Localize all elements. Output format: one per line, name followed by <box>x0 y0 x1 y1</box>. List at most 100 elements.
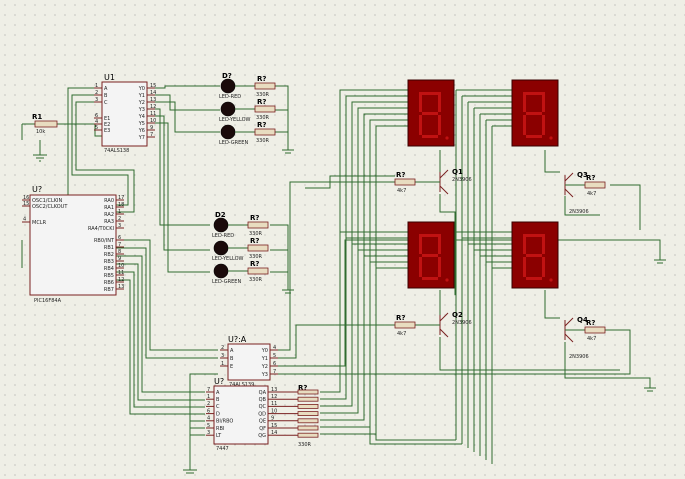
ground-symbol <box>282 149 294 154</box>
display-segment <box>523 257 526 277</box>
led-resistor-value: 330R <box>256 138 270 144</box>
seven-segment-display-4[interactable] <box>511 221 559 289</box>
decoder-top-output-pin-label: Y0 <box>138 86 145 92</box>
bcd-driver-part: 7447 <box>216 446 229 452</box>
seven-segment-display-3[interactable] <box>407 221 455 289</box>
bcd-input-pin-number: 6 <box>207 408 210 414</box>
bcd-input-pin-number: 7 <box>207 387 210 393</box>
bcd-output-pin-label: QD <box>258 411 266 417</box>
mcu-right-pin-number: 7 <box>118 242 121 248</box>
led-indicator <box>220 124 236 140</box>
segment-resistor-ref: R? <box>298 384 307 392</box>
led-group-2[interactable]: D2LED-REDR?330RLED-YELLOWR?330RLED-GREEN… <box>212 211 269 285</box>
display-segment <box>542 92 545 112</box>
display-segment <box>523 115 526 135</box>
base-resistor <box>584 181 606 189</box>
transistor-part: 2N3906 <box>569 209 589 215</box>
ground-symbol <box>183 469 197 474</box>
mcu-ic[interactable]: U? PIC16F84A OSC1/CLKIN16OSC2/CLKOUT15MC… <box>22 185 124 304</box>
bcd-output-pin-label: QB <box>259 397 267 403</box>
bcd-input-pin-number: 1 <box>207 394 210 400</box>
mcu-right-pin-label: RB2 <box>104 252 114 258</box>
decoder-top-output-pin-label: Y3 <box>138 107 145 113</box>
segment-resistor <box>297 411 319 417</box>
mcu-right-pin-label: RB1 <box>104 245 114 251</box>
segment-resistor <box>297 418 319 424</box>
display-segment <box>419 234 422 254</box>
led-group-ref: D2 <box>215 211 226 219</box>
decoder-bottom-output-pin-number: 4 <box>273 345 276 351</box>
display-segment <box>422 92 438 95</box>
mcu-right-pin-label: RA3 <box>104 219 114 225</box>
decoder-bottom-ref: U?:A <box>228 335 247 344</box>
mcu-right-pin-number: 6 <box>118 235 121 241</box>
decoder-bottom-input-pin-label: A <box>230 348 234 354</box>
seven-segment-display-1[interactable] <box>407 79 455 147</box>
base-resistor-ref: R? <box>396 171 405 179</box>
mcu-left-pin-label: OSC2/CLKOUT <box>32 204 68 210</box>
bcd-driver-ref: U? <box>214 377 224 386</box>
mcu-right-pin-number: 11 <box>118 270 124 276</box>
display-segment <box>422 112 438 115</box>
decoder-top-output-pin-number: 7 <box>150 132 153 138</box>
seven-segment-display-2[interactable] <box>511 79 559 147</box>
display-decimal-point <box>445 278 449 282</box>
decoder-bottom-input-pin-label: B <box>230 356 234 362</box>
mcu-right-pin-number: 13 <box>118 284 124 290</box>
ground-symbol <box>644 387 656 392</box>
mcu-right-pin-number: 2 <box>118 216 121 222</box>
base-resistor <box>394 178 416 186</box>
decoder-bottom-output-pin-number: 6 <box>273 361 276 367</box>
led-indicator <box>213 240 229 256</box>
led-resistor-value: 330R <box>249 277 263 283</box>
decoder-top-input-pin-label: B <box>104 93 108 99</box>
led-group-1[interactable]: D?LED-REDR?330RLED-YELLOWR?330RLED-GREEN… <box>219 72 276 146</box>
base-resistor-value: 4k7 <box>587 191 596 197</box>
segment-resistor <box>297 425 319 431</box>
decoder-top-output-pin-number: 11 <box>150 111 156 117</box>
bcd-output-pin-number: 15 <box>271 423 277 429</box>
mcu-right-pin-number: 9 <box>118 256 121 262</box>
display-segment <box>526 234 542 237</box>
decoder-bottom-output-pin-label: Y0 <box>261 348 268 354</box>
led-indicator <box>220 78 236 94</box>
mcu-right-pin-number: 1 <box>118 209 121 215</box>
decoder-top-input-pin-number: 1 <box>95 83 98 89</box>
display-segment <box>523 92 526 112</box>
transistor-emitter <box>439 328 449 338</box>
segment-resistor-array[interactable]: R? 330R <box>276 384 319 448</box>
segment-resistor-value: 330R <box>298 442 312 448</box>
base-resistor-ref: R? <box>586 319 595 327</box>
segment-resistor <box>297 389 319 395</box>
led-resistor-value: 330R <box>249 254 263 260</box>
mcu-mclr-number: 4 <box>23 217 26 223</box>
led-indicator <box>213 217 229 233</box>
led-label: LED-GREEN <box>219 140 248 146</box>
mcu-right-pin-number: 12 <box>118 277 124 283</box>
decoder-top-output-pin-label: Y6 <box>138 128 145 134</box>
bcd-input-pin-label: D <box>216 411 220 417</box>
display-segment <box>542 115 545 135</box>
mcu-right-pin-label: RA1 <box>104 205 114 211</box>
resistor-r1[interactable]: R1 10k <box>32 113 58 135</box>
display-segment <box>526 112 542 115</box>
mcu-left-pin-number: 16 <box>23 195 29 201</box>
bcd-input-pin-label: B <box>216 397 220 403</box>
decoder-top-output-pin-number: 15 <box>150 83 156 89</box>
decoder-top-part: 74ALS138 <box>104 148 129 154</box>
decoder-top-output-pin-number: 13 <box>150 97 156 103</box>
decoder-bottom-part: 74ALS139 <box>229 382 254 388</box>
display-segment <box>526 254 542 257</box>
decoder-top-output-pin-label: Y7 <box>138 135 145 141</box>
decoder-top-output-pin-number: 12 <box>150 104 156 110</box>
bcd-input-pin-label: LT <box>216 433 222 439</box>
